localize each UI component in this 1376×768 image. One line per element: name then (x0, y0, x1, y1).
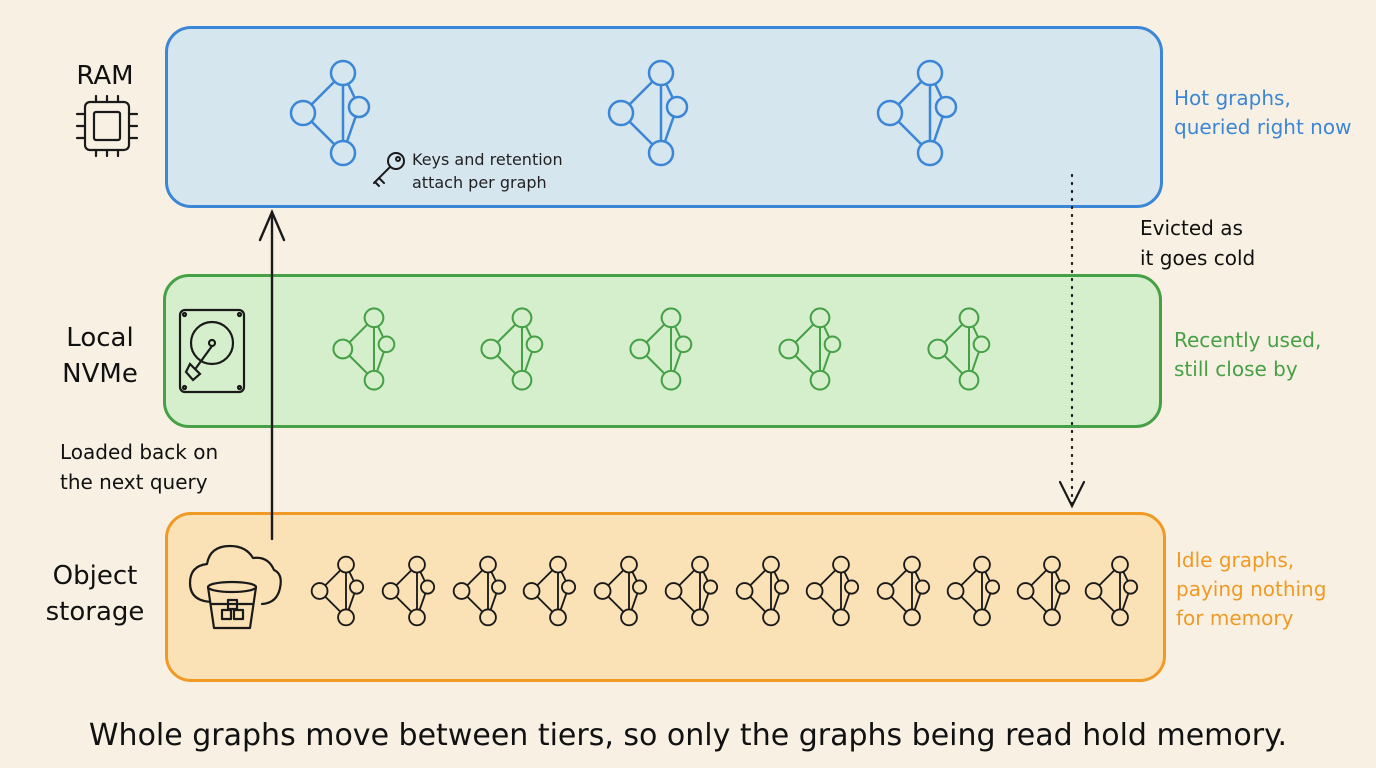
object-storage-graph-10 (946, 555, 1001, 627)
ram-description-line-1: Hot graphs, (1174, 86, 1291, 110)
object-storage-tier-label: Object storage (28, 558, 162, 630)
evicted-note-line-1: Evicted as (1140, 216, 1243, 240)
object-storage-graph-3 (452, 555, 507, 627)
nvme-graph-1 (332, 307, 396, 391)
nvme-graph-3 (629, 307, 693, 391)
nvme-graph-group (332, 307, 991, 391)
ram-description-line-2: queried right now (1174, 115, 1352, 139)
ram-graph-3 (876, 59, 958, 167)
cloud-bucket-icon (188, 544, 282, 630)
object-description-line-2: paying nothing (1176, 577, 1327, 601)
ram-graph-group (289, 59, 958, 167)
object-storage-graph-11 (1016, 555, 1071, 627)
object-label-line-1: Object (52, 561, 138, 591)
object-storage-tier-description: Idle graphs, paying nothing for memory (1176, 546, 1326, 633)
object-storage-graph-8 (805, 555, 860, 627)
object-storage-graph-5 (593, 555, 648, 627)
diagram-caption: Whole graphs move between tiers, so only… (88, 718, 1288, 753)
evicted-note-line-2: it goes cold (1140, 246, 1256, 270)
key-icon (373, 152, 405, 187)
load-back-arrow (258, 208, 286, 541)
nvme-tier-band (163, 274, 1162, 428)
object-storage-graph-9 (876, 555, 931, 627)
object-storage-graph-4 (522, 555, 577, 627)
ram-label-line: RAM (76, 61, 134, 91)
eviction-arrow (1058, 173, 1086, 509)
ram-tier-band (165, 26, 1163, 208)
cpu-chip-icon (75, 94, 139, 158)
keys-retention-note: Keys and retention attach per graph (412, 148, 563, 194)
nvme-graph-4 (778, 307, 842, 391)
evicted-note: Evicted as it goes cold (1140, 213, 1255, 273)
nvme-tier-description: Recently used, still close by (1174, 326, 1321, 384)
object-storage-graph-group (310, 555, 1139, 627)
object-storage-tier-band (165, 512, 1166, 682)
nvme-label-line-1: Local (66, 323, 134, 353)
object-storage-graph-1 (310, 555, 365, 627)
ram-graph-2 (607, 59, 689, 167)
ram-tier-label: RAM (60, 58, 150, 94)
keys-note-line-2: attach per graph (412, 173, 547, 192)
nvme-graph-2 (480, 307, 544, 391)
loaded-back-note: Loaded back on the next query (60, 437, 218, 497)
nvme-description-line-2: still close by (1174, 357, 1298, 381)
nvme-label-line-2: NVMe (62, 359, 138, 389)
nvme-description-line-1: Recently used, (1174, 328, 1322, 352)
nvme-graph-5 (927, 307, 991, 391)
ram-tier-description: Hot graphs, queried right now (1174, 84, 1351, 142)
hard-drive-icon (178, 308, 246, 394)
object-storage-graph-2 (381, 555, 436, 627)
object-storage-graph-7 (735, 555, 790, 627)
object-description-line-1: Idle graphs, (1176, 548, 1295, 572)
loaded-note-line-2: the next query (60, 470, 208, 494)
ram-graph-1 (289, 59, 371, 167)
nvme-tier-label: Local NVMe (40, 320, 160, 392)
keys-note-line-1: Keys and retention (412, 150, 563, 169)
object-storage-graph-6 (664, 555, 719, 627)
object-description-line-3: for memory (1176, 606, 1294, 630)
object-storage-graph-12 (1084, 555, 1139, 627)
object-label-line-2: storage (45, 597, 145, 627)
loaded-note-line-1: Loaded back on (60, 440, 219, 464)
